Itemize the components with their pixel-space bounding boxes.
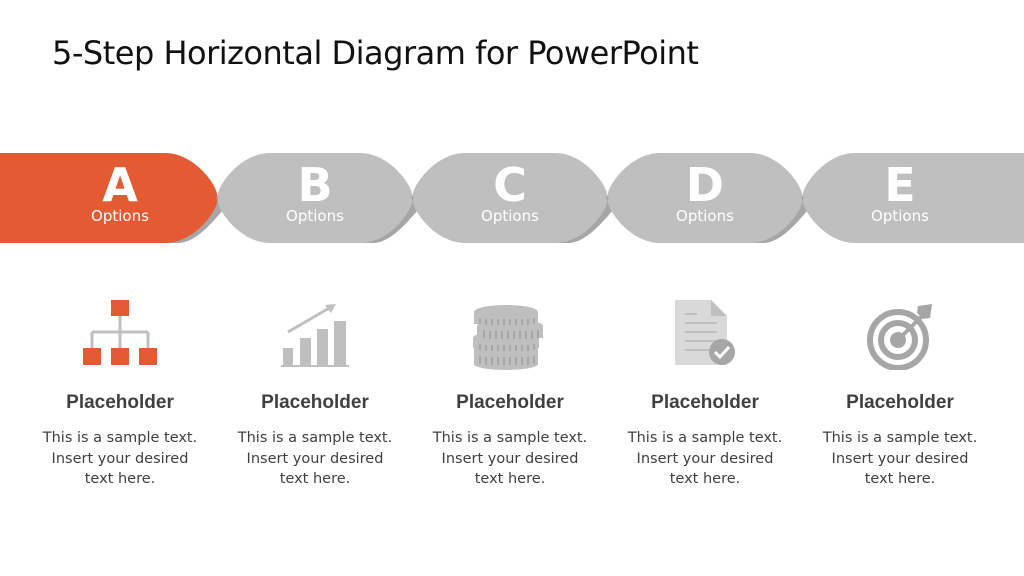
step-ribbon bbox=[0, 153, 1024, 243]
step-e-details: Placeholder This is a sample text. Inser… bbox=[810, 392, 990, 490]
step-subtitle: Options bbox=[91, 207, 149, 225]
column-text-line: text here. bbox=[84, 471, 156, 487]
column-text-line: This is a sample text. bbox=[822, 430, 978, 446]
step-letter: C bbox=[493, 158, 527, 212]
column-text-line: This is a sample text. bbox=[237, 430, 393, 446]
step-a[interactable]: A Options bbox=[60, 160, 180, 225]
column-text-line: text here. bbox=[669, 471, 741, 487]
column-text-line: Insert your desired bbox=[441, 450, 579, 467]
document-check-icon bbox=[675, 300, 735, 365]
column-text-line: This is a sample text. bbox=[42, 430, 198, 446]
column-text-line: text here. bbox=[474, 471, 546, 487]
column-text-line: Insert your desired bbox=[51, 450, 189, 467]
page-title: 5-Step Horizontal Diagram for PowerPoint bbox=[52, 34, 699, 72]
step-a-details: Placeholder This is a sample text. Inser… bbox=[30, 392, 210, 490]
org-chart-icon bbox=[83, 300, 157, 365]
step-b[interactable]: B Options bbox=[255, 160, 375, 225]
step-e[interactable]: E Options bbox=[840, 160, 960, 225]
step-c-details: Placeholder This is a sample text. Inser… bbox=[420, 392, 600, 490]
step-letter: D bbox=[685, 158, 725, 212]
column-text-line: Insert your desired bbox=[636, 450, 774, 467]
step-subtitle: Options bbox=[481, 207, 539, 225]
step-letter: E bbox=[884, 158, 916, 212]
step-b-details: Placeholder This is a sample text. Inser… bbox=[225, 392, 405, 490]
column-text-line: Insert your desired bbox=[246, 450, 384, 467]
growth-chart-icon bbox=[281, 304, 349, 367]
column-text-line: text here. bbox=[864, 471, 936, 487]
step-letter: B bbox=[297, 158, 333, 212]
step-letter: A bbox=[102, 158, 138, 212]
column-text-line: This is a sample text. bbox=[432, 430, 588, 446]
target-icon bbox=[867, 304, 932, 370]
column-heading: Placeholder bbox=[456, 392, 564, 413]
column-heading: Placeholder bbox=[651, 392, 759, 413]
step-d-details: Placeholder This is a sample text. Inser… bbox=[615, 392, 795, 490]
column-heading: Placeholder bbox=[846, 392, 954, 413]
column-text-line: text here. bbox=[279, 471, 351, 487]
step-subtitle: Options bbox=[286, 207, 344, 225]
step-d[interactable]: D Options bbox=[645, 160, 765, 225]
step-c[interactable]: C Options bbox=[450, 160, 570, 225]
step-subtitle: Options bbox=[871, 207, 929, 225]
step-subtitle: Options bbox=[676, 207, 734, 225]
column-heading: Placeholder bbox=[261, 392, 369, 413]
column-text-line: This is a sample text. bbox=[627, 430, 783, 446]
column-text-line: Insert your desired bbox=[831, 450, 969, 467]
column-heading: Placeholder bbox=[66, 392, 174, 413]
coins-icon bbox=[473, 305, 543, 370]
